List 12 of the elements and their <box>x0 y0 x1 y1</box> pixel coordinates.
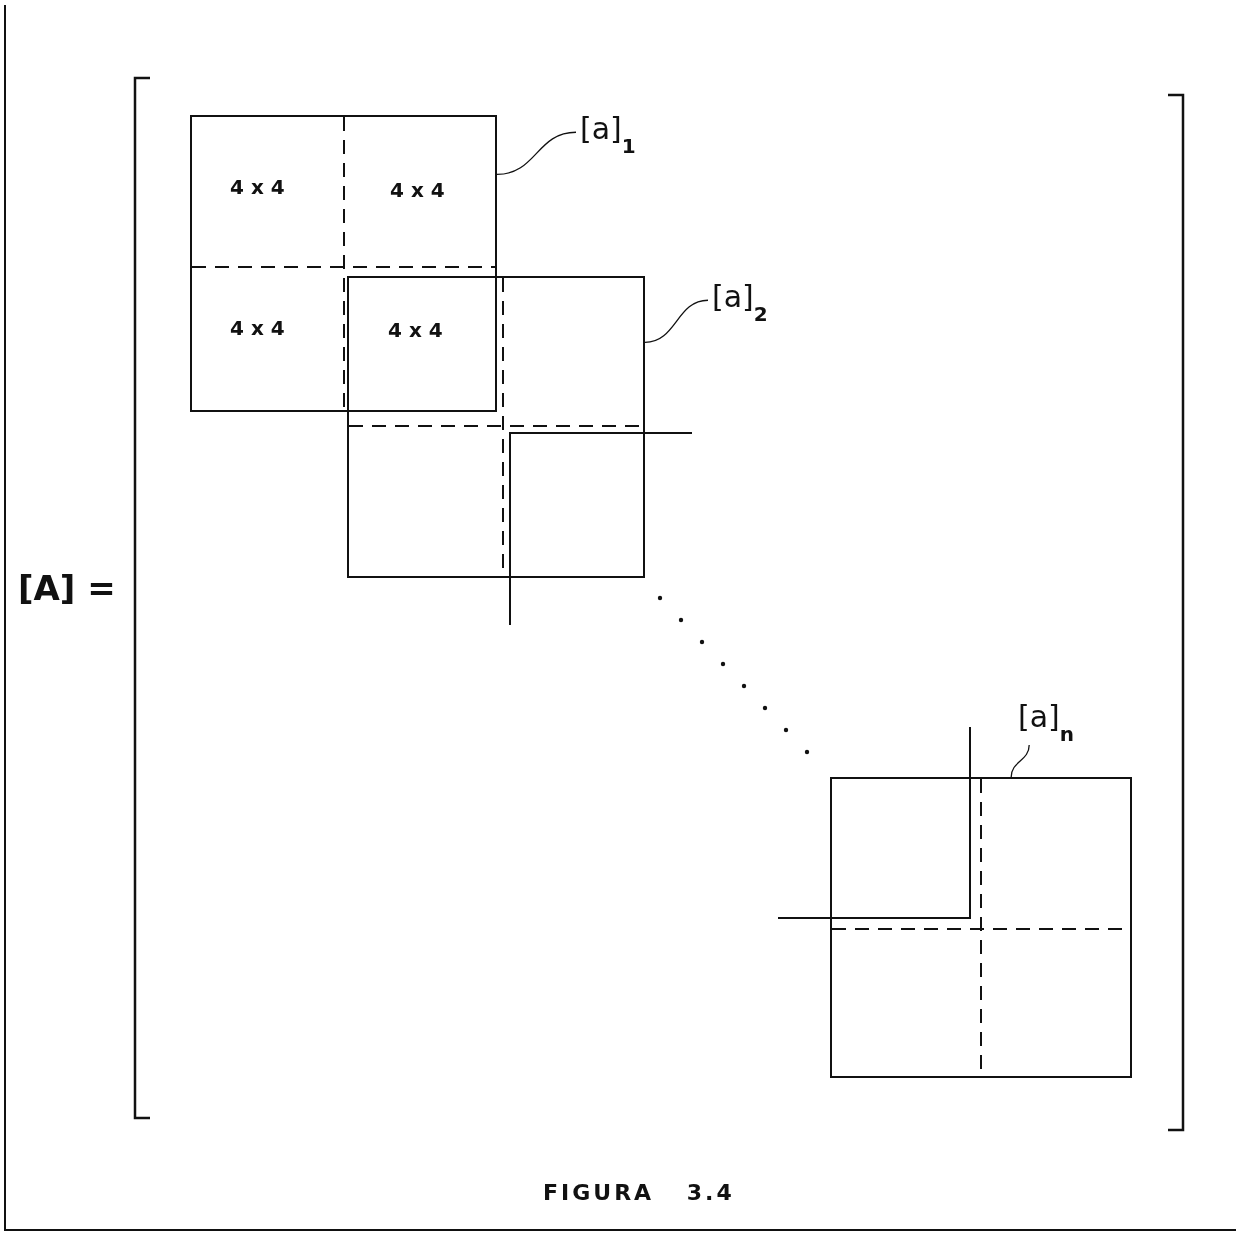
block-size: 4 x 4 <box>388 318 443 342</box>
leader-line <box>644 299 709 344</box>
leader-line <box>496 131 577 176</box>
block-label: [a]$_{1}$ <box>580 112 636 157</box>
block-label: [a]$_{n}$ <box>1018 700 1075 745</box>
block-size: 4 x 4 <box>390 178 445 202</box>
block-size: 4 x 4 <box>230 316 285 340</box>
matrix-equation: [A] = <box>18 568 116 608</box>
leader-line <box>1010 744 1030 778</box>
figure-caption: FIGURA 3.4 <box>543 1180 735 1205</box>
block-size: 4 x 4 <box>230 175 285 199</box>
block-label: [a]$_{2}$ <box>712 280 768 325</box>
